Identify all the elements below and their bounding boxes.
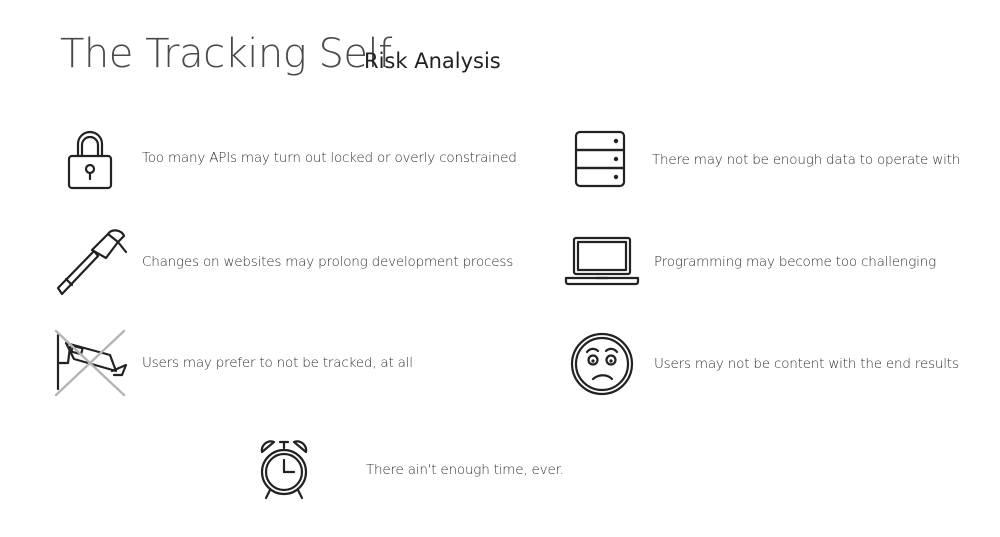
hammer-icon (56, 229, 128, 296)
alarm-clock-icon (260, 440, 308, 500)
risk-item-users-not-tracked: Users may prefer to not be tracked, at a… (50, 323, 413, 403)
risk-text: Programming may become too challenging (654, 254, 936, 270)
risk-text: Users may not be content with the end re… (654, 356, 959, 372)
database-icon (574, 130, 626, 188)
risk-text: Users may prefer to not be tracked, at a… (142, 355, 413, 371)
risk-item-locked-apis: Too many APIs may turn out locked or ove… (50, 118, 517, 198)
risk-item-website-changes: Changes on websites may prolong developm… (50, 222, 513, 302)
risk-item-programming-challenge: Programming may become too challenging (562, 222, 936, 302)
risk-item-user-dissatisfaction: Users may not be content with the end re… (562, 324, 959, 404)
padlock-icon (67, 130, 113, 190)
risk-item-insufficient-data: There may not be enough data to operate … (560, 120, 960, 200)
crossed-camera-icon (54, 329, 128, 397)
risk-text: Too many APIs may turn out locked or ove… (142, 150, 517, 166)
risk-text: Changes on websites may prolong developm… (142, 254, 514, 270)
worried-face-icon (570, 332, 634, 396)
risk-text: There ain't enough time, ever. (366, 462, 564, 478)
laptop-icon (564, 236, 640, 286)
risk-item-not-enough-time: There ain't enough time, ever. (244, 430, 564, 510)
risk-text: There may not be enough data to operate … (652, 152, 961, 168)
slide-subtitle: Risk Analysis (364, 49, 501, 73)
slide-title: The Tracking Self (60, 31, 392, 77)
